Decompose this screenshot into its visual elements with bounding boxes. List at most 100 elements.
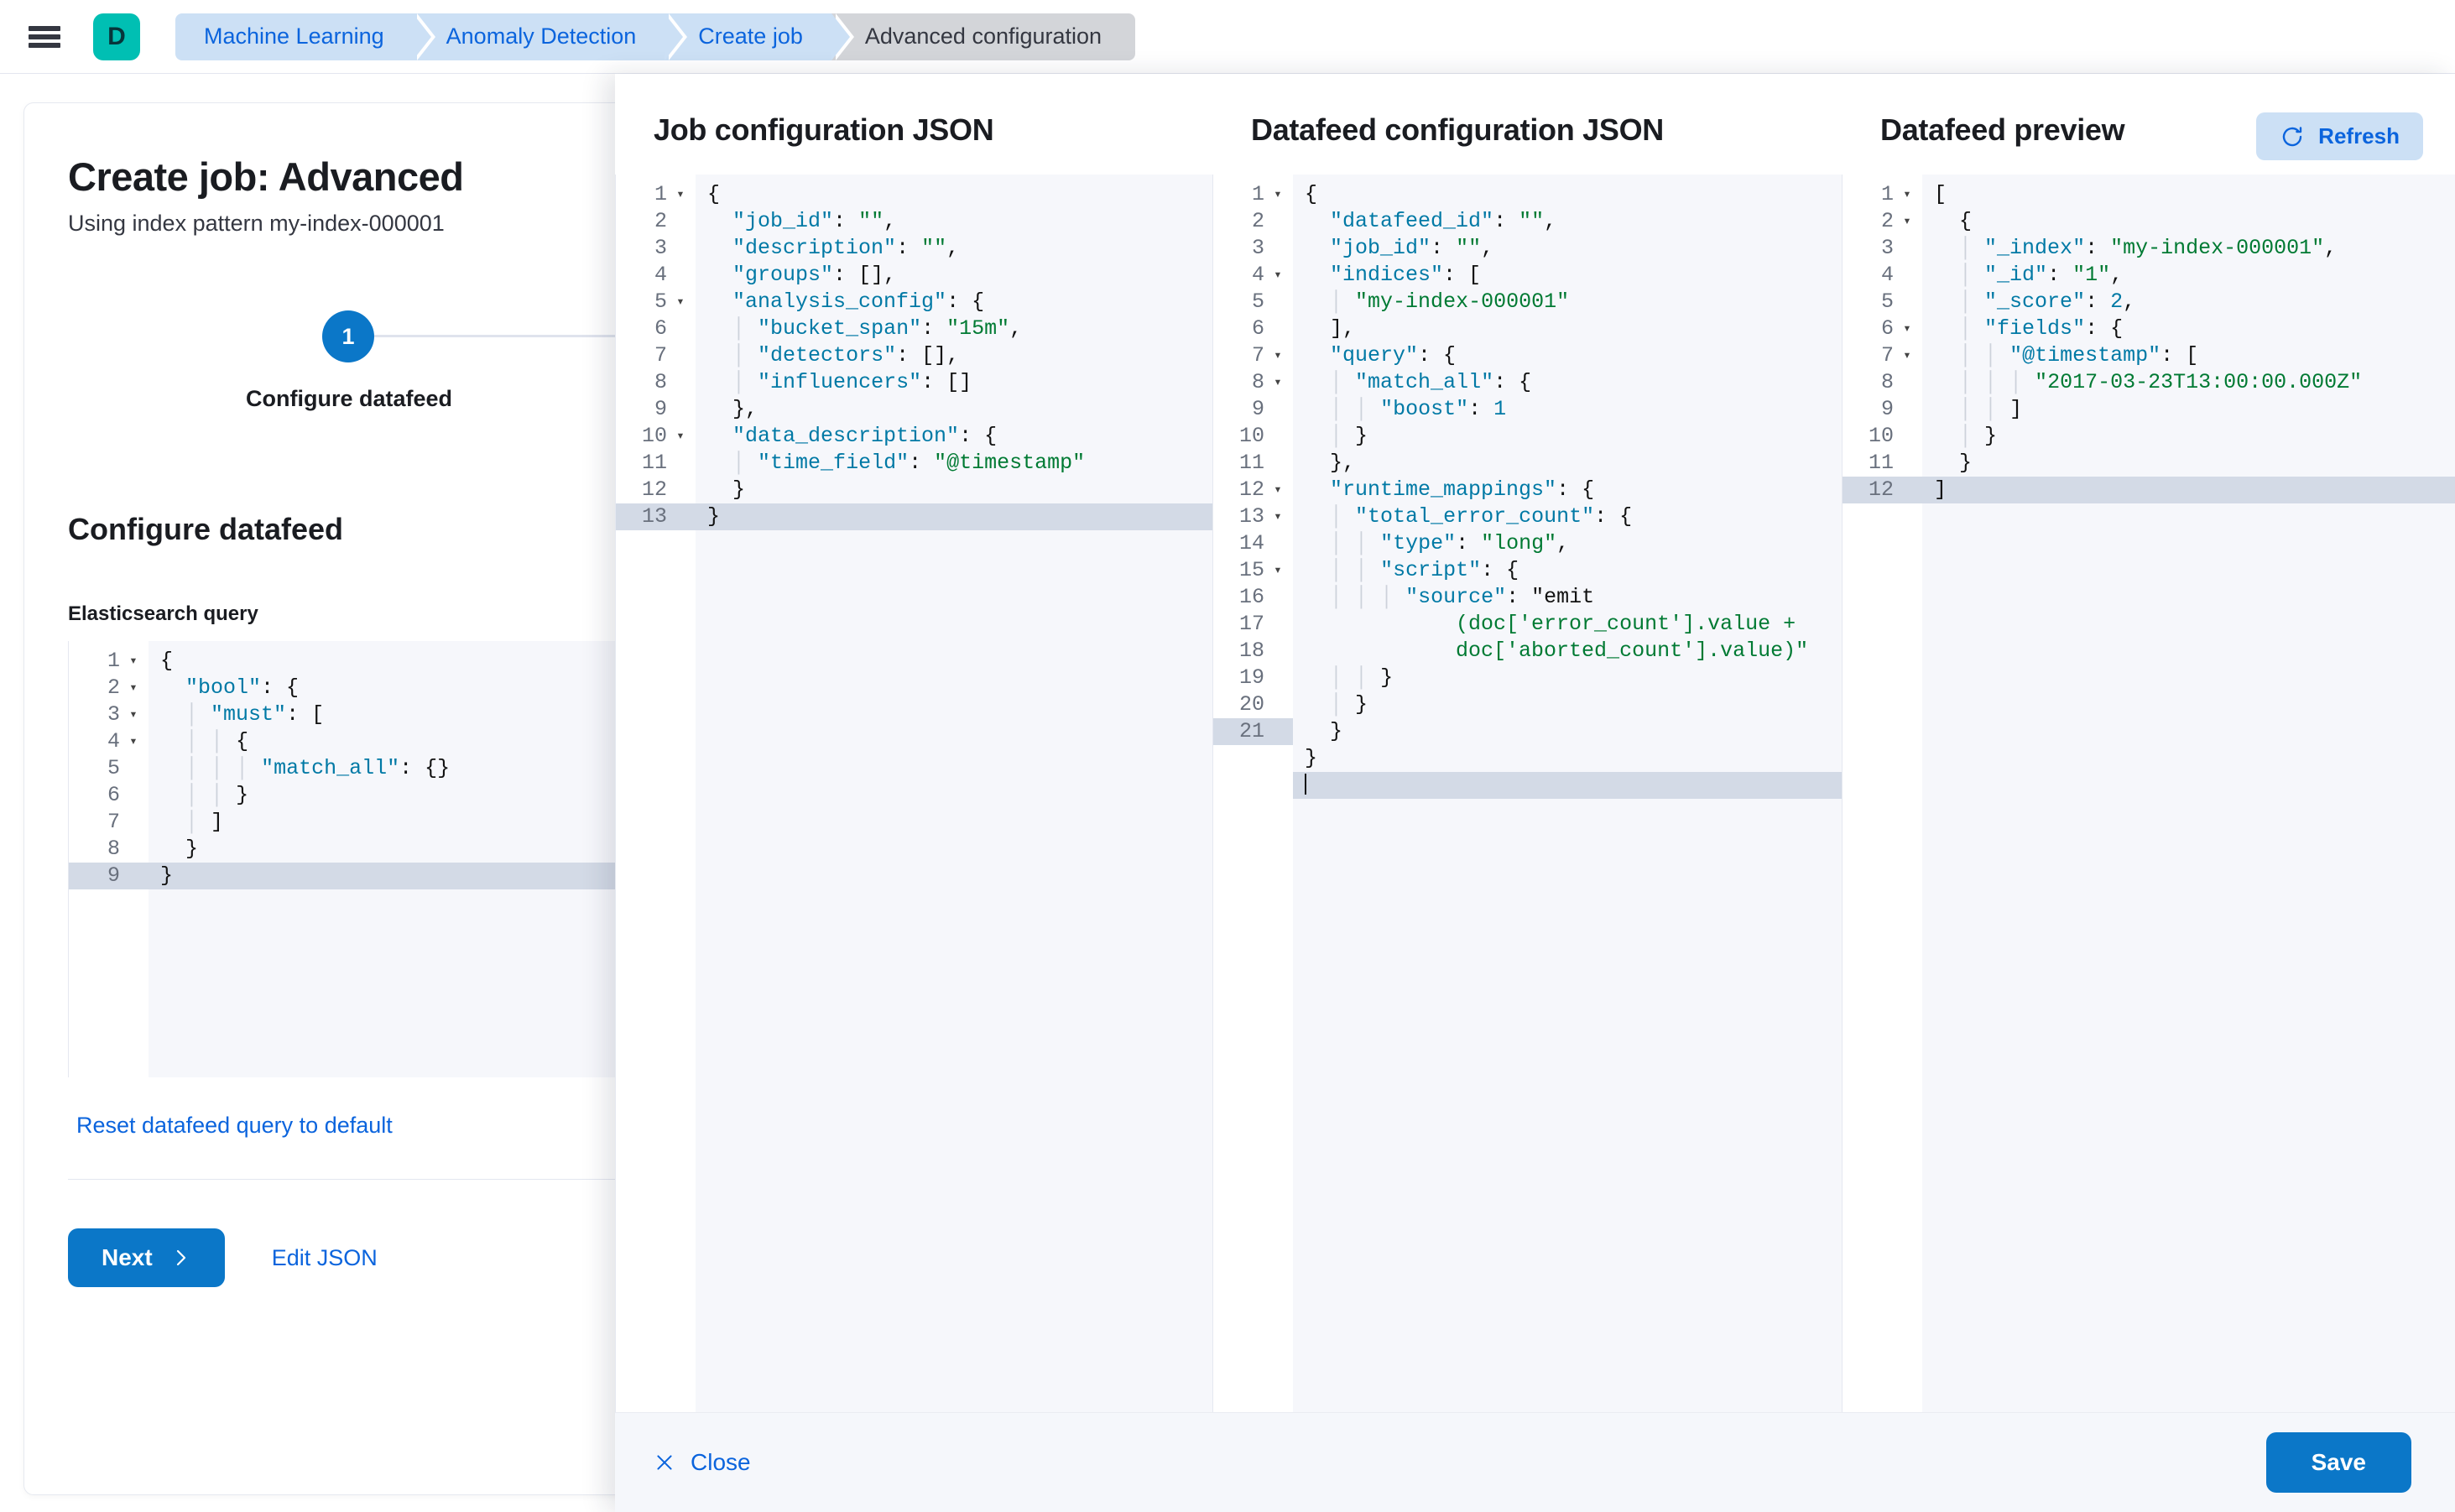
fold-arrow-icon[interactable]: ▾ bbox=[1903, 187, 1911, 202]
code-line[interactable]: │ │ │ "2017-03-23T13:00:00.000Z" bbox=[1959, 370, 2363, 394]
code-line[interactable]: │ ] bbox=[185, 810, 224, 834]
code-line[interactable]: "description": "", bbox=[732, 236, 960, 260]
code-line[interactable]: "job_id": "", bbox=[732, 209, 897, 233]
editor-content[interactable]: [ { │ "_index": "my-index-000001", │ "_i… bbox=[1922, 175, 2455, 1412]
code-line[interactable]: }, bbox=[707, 397, 758, 421]
fold-arrow-icon[interactable]: ▾ bbox=[676, 429, 685, 444]
code-line[interactable]: } bbox=[1934, 451, 1973, 475]
breadcrumb-item-machine-learning[interactable]: Machine Learning bbox=[175, 13, 435, 60]
line-number: 7 bbox=[654, 343, 667, 368]
code-line[interactable]: "groups": [], bbox=[732, 263, 897, 287]
code-line[interactable]: │ "my-index-000001" bbox=[1330, 289, 1570, 314]
code-line[interactable]: { bbox=[1934, 209, 1973, 233]
code-line[interactable]: { bbox=[160, 649, 174, 673]
hamburger-icon[interactable] bbox=[29, 22, 65, 52]
code-line[interactable]: doc['aborted_count'].value)" bbox=[1456, 639, 1809, 663]
code-line[interactable]: } bbox=[1305, 746, 1318, 770]
divider bbox=[68, 1179, 1029, 1180]
code-line[interactable]: │ "match_all": { bbox=[1330, 370, 1532, 394]
refresh-button[interactable]: Refresh bbox=[2256, 112, 2423, 160]
close-button[interactable]: Close bbox=[654, 1449, 751, 1476]
breadcrumb-item-anomaly-detection[interactable]: Anomaly Detection bbox=[412, 13, 687, 60]
code-line[interactable]: [ bbox=[1934, 182, 1947, 206]
code-line[interactable]: ], bbox=[1305, 316, 1356, 341]
app-badge[interactable]: D bbox=[93, 13, 140, 60]
code-line[interactable]: "query": { bbox=[1330, 343, 1457, 368]
code-line[interactable]: │ } bbox=[1959, 424, 1998, 448]
code-line[interactable]: │ "must": [ bbox=[185, 702, 325, 727]
code-line[interactable]: │ │ "@timestamp": [ bbox=[1959, 343, 2199, 368]
code-line[interactable]: │ "total_error_count": { bbox=[1330, 504, 1633, 529]
fold-arrow-icon[interactable]: ▾ bbox=[676, 187, 685, 202]
line-number: 17 bbox=[1238, 612, 1264, 636]
fold-arrow-icon[interactable]: ▾ bbox=[1274, 187, 1282, 202]
code-line[interactable]: }, bbox=[1305, 451, 1356, 475]
breadcrumb-item-create-job[interactable]: Create job bbox=[665, 13, 854, 60]
code-line[interactable]: │ │ } bbox=[185, 783, 249, 807]
fold-arrow-icon[interactable]: ▾ bbox=[1274, 348, 1282, 363]
editor-content[interactable]: { "datafeed_id": "", "job_id": "", "indi… bbox=[1293, 175, 1842, 1412]
fold-arrow-icon[interactable]: ▾ bbox=[129, 734, 138, 749]
fold-arrow-icon[interactable]: ▾ bbox=[129, 707, 138, 722]
code-line[interactable]: │ "fields": { bbox=[1959, 316, 2124, 341]
code-line[interactable]: { bbox=[707, 182, 721, 206]
line-number: 4 bbox=[654, 263, 667, 287]
code-line[interactable] bbox=[1293, 772, 1842, 799]
code-line[interactable]: "data_description": { bbox=[732, 424, 998, 448]
save-button[interactable]: Save bbox=[2265, 1432, 2411, 1493]
fold-arrow-icon[interactable]: ▾ bbox=[1903, 214, 1911, 229]
code-line[interactable]: │ │ │ "match_all": {} bbox=[185, 756, 451, 780]
fold-arrow-icon[interactable]: ▾ bbox=[129, 680, 138, 696]
code-line[interactable]: } bbox=[160, 837, 199, 861]
code-line[interactable]: │ "_index": "my-index-000001", bbox=[1959, 236, 2338, 260]
code-line[interactable]: │ │ "type": "long", bbox=[1330, 531, 1570, 555]
code-line[interactable]: ] bbox=[1922, 477, 2455, 503]
code-line[interactable]: │ │ } bbox=[1330, 665, 1394, 690]
code-line[interactable]: │ │ ] bbox=[1959, 397, 2023, 421]
line-number: 10▾ bbox=[616, 423, 696, 450]
code-line[interactable]: │ "_score": 2, bbox=[1959, 289, 2136, 314]
code-line[interactable]: │ "time_field": "@timestamp" bbox=[732, 451, 1086, 475]
fold-arrow-icon[interactable]: ▾ bbox=[676, 295, 685, 310]
code-line[interactable]: "bool": { bbox=[185, 675, 300, 700]
step-indicator-1[interactable]: 1 bbox=[322, 310, 374, 362]
code-line[interactable]: } bbox=[707, 477, 746, 502]
fold-arrow-icon[interactable]: ▾ bbox=[1274, 482, 1282, 498]
code-line[interactable]: │ │ "boost": 1 bbox=[1330, 397, 1507, 421]
code-line[interactable]: │ "bucket_span": "15m", bbox=[732, 316, 1023, 341]
fold-arrow-icon[interactable]: ▾ bbox=[1274, 563, 1282, 578]
code-line[interactable]: "runtime_mappings": { bbox=[1330, 477, 1595, 502]
edit-json-link[interactable]: Edit JSON bbox=[271, 1244, 378, 1270]
code-line[interactable]: │ "influencers": [] bbox=[732, 370, 972, 394]
code-line[interactable]: } bbox=[1305, 719, 1343, 743]
reset-datafeed-query-link[interactable]: Reset datafeed query to default bbox=[76, 1113, 393, 1138]
code-line[interactable]: { bbox=[1305, 182, 1318, 206]
code-line[interactable]: "datafeed_id": "", bbox=[1330, 209, 1557, 233]
code-line[interactable]: "job_id": "", bbox=[1330, 236, 1494, 260]
code-line[interactable]: │ │ { bbox=[185, 729, 249, 753]
fold-arrow-icon[interactable]: ▾ bbox=[129, 654, 138, 669]
code-line[interactable]: "indices": [ bbox=[1330, 263, 1482, 287]
code-line[interactable]: │ │ "script": { bbox=[1330, 558, 1519, 582]
code-line[interactable]: │ } bbox=[1330, 692, 1368, 717]
fold-arrow-icon[interactable]: ▾ bbox=[1903, 348, 1911, 363]
code-line[interactable]: │ "detectors": [], bbox=[732, 343, 960, 368]
editor-content[interactable]: { "job_id": "", "description": "", "grou… bbox=[696, 175, 1212, 1412]
code-line[interactable]: (doc['error_count'].value + bbox=[1456, 612, 1796, 636]
next-button[interactable]: Next bbox=[68, 1228, 225, 1287]
code-line[interactable]: } bbox=[696, 503, 1212, 530]
datafeed-preview-title: Datafeed preview bbox=[1880, 112, 2125, 147]
code-line[interactable]: │ "_id": "1", bbox=[1959, 263, 2124, 287]
code-line[interactable]: "analysis_config": { bbox=[732, 289, 985, 314]
fold-arrow-icon[interactable]: ▾ bbox=[1274, 509, 1282, 524]
code-line[interactable]: │ } bbox=[1330, 424, 1368, 448]
fold-arrow-icon[interactable]: ▾ bbox=[1274, 375, 1282, 390]
fold-arrow-icon[interactable]: ▾ bbox=[1274, 268, 1282, 283]
fold-arrow-icon[interactable]: ▾ bbox=[1903, 321, 1911, 336]
code-line[interactable]: │ │ │ "source": "emit bbox=[1330, 585, 1595, 609]
